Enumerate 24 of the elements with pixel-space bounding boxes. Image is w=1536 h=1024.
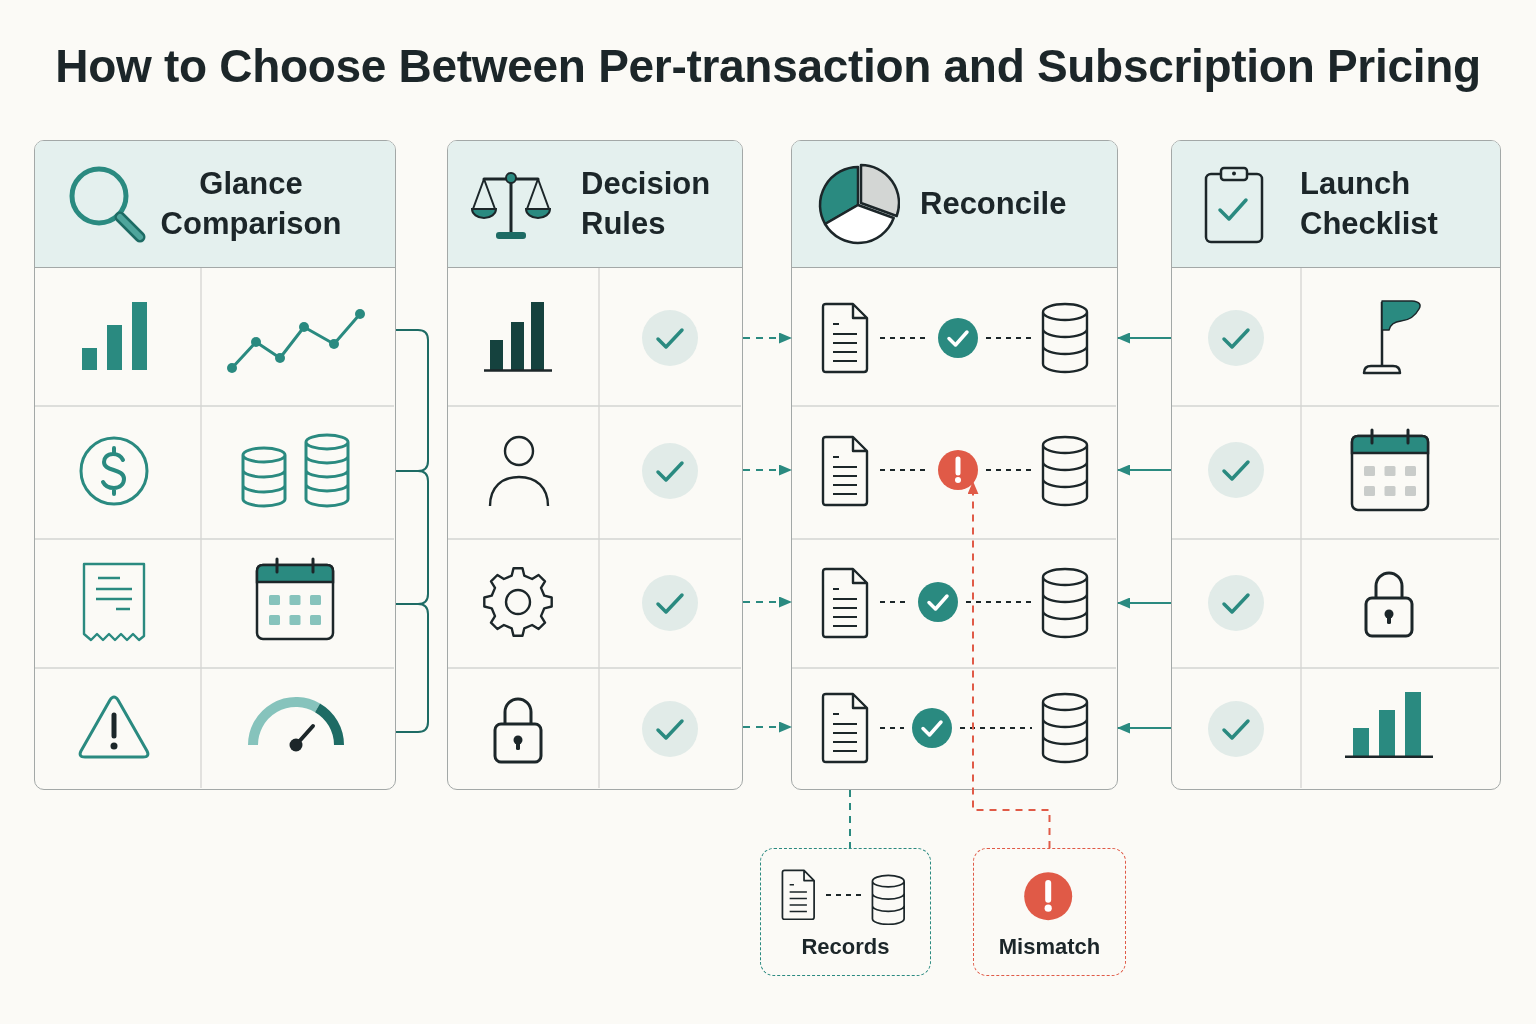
arrow bbox=[742, 332, 792, 344]
panel-title: Decision Rules bbox=[581, 165, 712, 243]
alert-icon bbox=[936, 448, 979, 491]
connector-line bbox=[849, 789, 851, 849]
callout-card bbox=[973, 848, 1126, 976]
table-panel bbox=[791, 140, 1118, 790]
arrow bbox=[742, 464, 792, 476]
arrow bbox=[742, 596, 792, 608]
arrow bbox=[967, 481, 1051, 849]
panel-title: Reconcile bbox=[920, 185, 1067, 223]
arrow bbox=[1117, 332, 1172, 344]
arrow bbox=[1117, 722, 1172, 734]
panel-title: Launch Checklist bbox=[1300, 165, 1439, 243]
page-title: How to Choose Between Per-transaction and Subscription Pricing bbox=[55, 40, 1481, 92]
callout-card bbox=[760, 848, 931, 976]
callout-label: Mismatch bbox=[998, 932, 1101, 961]
table-panel bbox=[1171, 140, 1501, 790]
table-panel bbox=[447, 140, 743, 790]
arrow bbox=[1117, 464, 1172, 476]
table-panel bbox=[34, 140, 396, 790]
callout-label: Records bbox=[801, 932, 890, 961]
arrow bbox=[742, 721, 792, 733]
arrow bbox=[1117, 597, 1172, 609]
panel-title: Glance Comparison bbox=[159, 165, 343, 243]
